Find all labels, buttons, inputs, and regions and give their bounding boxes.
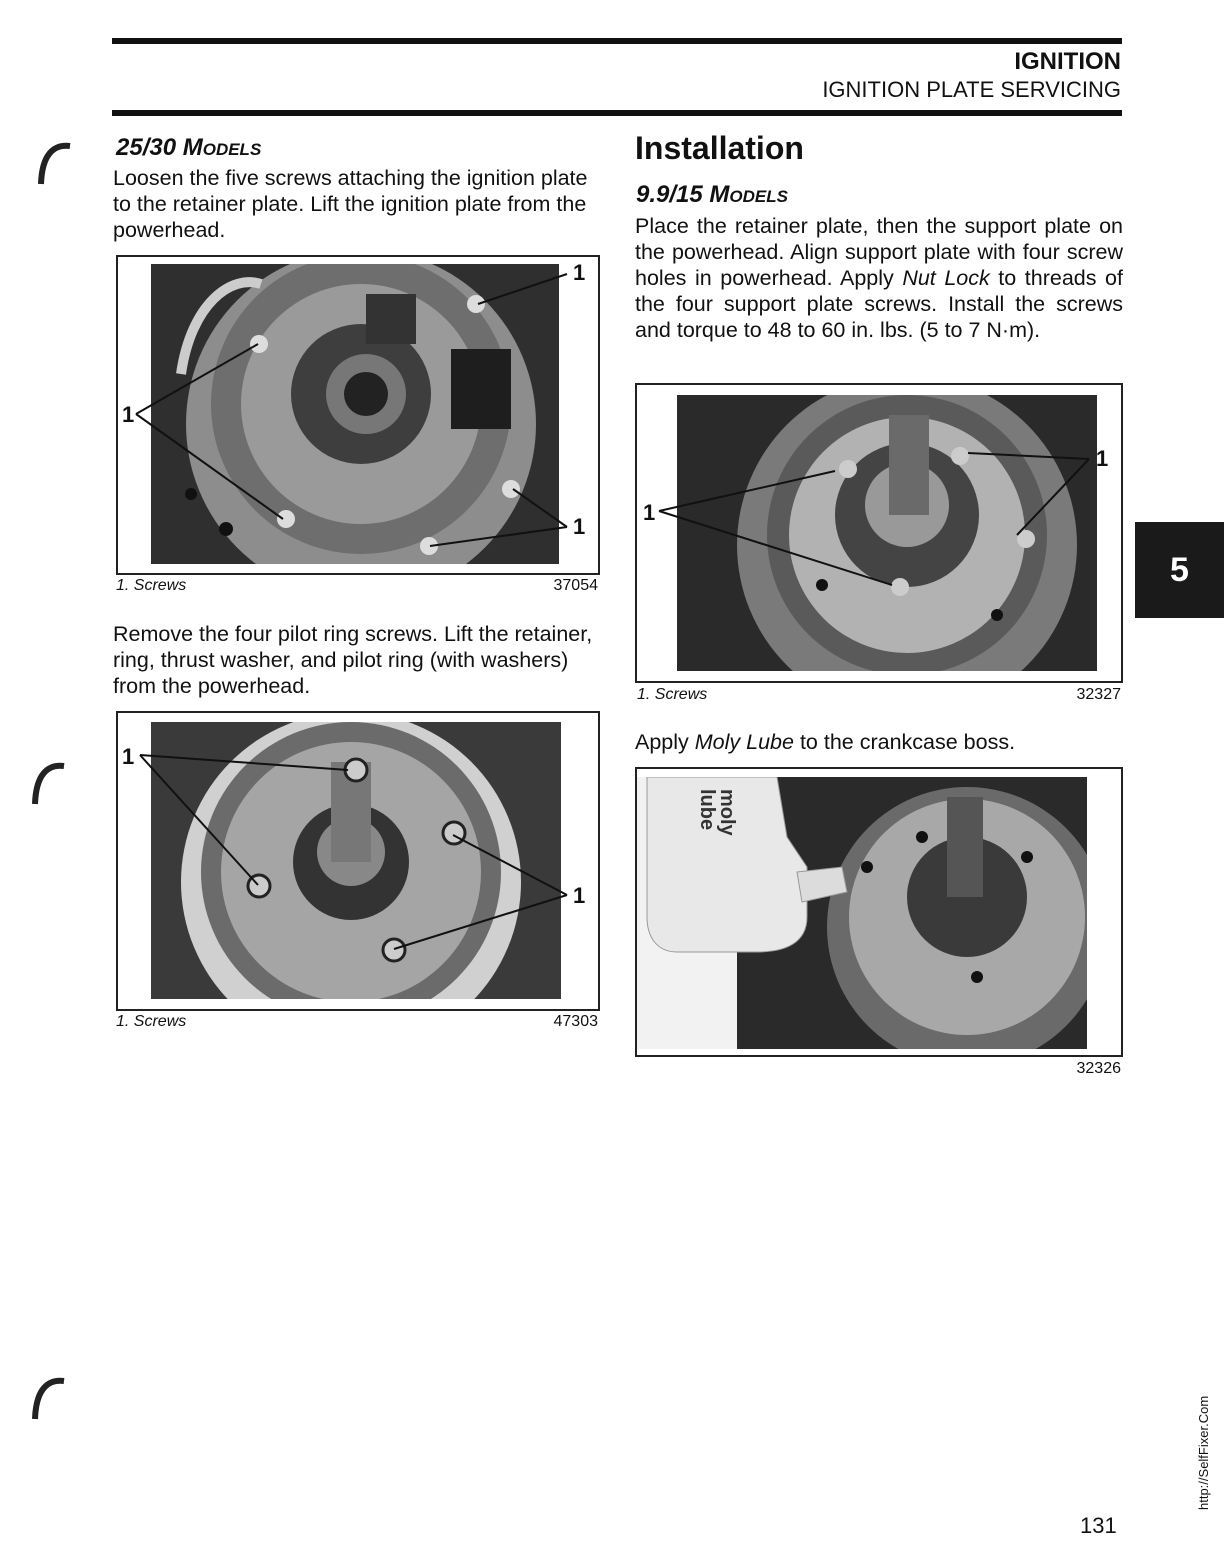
- callout-1-left: 1: [643, 500, 656, 525]
- photo-ignition-plate: [151, 264, 559, 564]
- callout-1-left: 1: [122, 402, 135, 427]
- binder-hole-mark-middle: [32, 762, 65, 805]
- callout-1-left: 1: [122, 744, 135, 769]
- figure-number: 47303: [553, 1013, 599, 1030]
- paragraph-9-9-15-part-a: Place the retainer plate, then the suppo…: [635, 214, 1123, 290]
- heading-installation: Installation: [635, 130, 804, 166]
- heading-25-30-models: 25/30 Models: [116, 134, 262, 161]
- section-subtitle: IGNITION PLATE SERVICING: [822, 77, 1121, 102]
- binder-hole-mark-top: [38, 142, 71, 185]
- header-top-rule: [112, 38, 1122, 44]
- page-number: 131: [1080, 1513, 1117, 1538]
- figure-number: 37054: [553, 577, 599, 594]
- section-title: IGNITION: [1014, 48, 1121, 75]
- photo-crankcase-boss: [637, 777, 1087, 1049]
- caption-item: 1. Screws: [637, 686, 708, 703]
- photo-pilot-ring: [151, 722, 561, 999]
- figure-pilot-ring: 1 1: [116, 711, 600, 1011]
- paragraph-moly-lube: Apply Moly Lube to the crankcase boss.: [635, 729, 1123, 755]
- heading-9-9-15-models: 9.9/15 Models: [636, 181, 788, 208]
- callout-leaders-fig1: [135, 273, 568, 547]
- photo-support-plate: [677, 395, 1097, 671]
- callout-1-top-right: 1: [573, 260, 586, 285]
- figure-pilot-ring-caption: 1. Screws 47303: [116, 1013, 598, 1031]
- paragraph-moly-part-a: Apply: [635, 730, 695, 754]
- watermark-url: http://SelfFixer.Com: [1196, 1395, 1211, 1510]
- figure-ignition-plate: 1 1 1: [116, 255, 600, 575]
- figure-number: 32326: [1076, 1060, 1122, 1077]
- product-nut-lock: Nut Lock: [902, 266, 990, 290]
- paragraph-pilot-ring: Remove the four pilot ring screws. Lift …: [113, 622, 593, 698]
- callout-1-right: 1: [1096, 446, 1109, 471]
- paragraph-9-9-15: Place the retainer plate, then the suppo…: [635, 213, 1123, 343]
- figure-support-plate: 1 1: [635, 383, 1123, 683]
- caption-item: 1. Screws: [116, 577, 187, 594]
- caption-item: 1. Screws: [116, 1013, 187, 1030]
- figure-crankcase-boss: moly lube: [635, 767, 1123, 1057]
- callout-leaders-fig2: [139, 754, 568, 950]
- figure-ignition-plate-caption: 1. Screws 37054: [116, 577, 598, 595]
- callout-1-bottom-right: 1: [573, 514, 586, 539]
- callout-1-right: 1: [573, 883, 586, 908]
- product-moly-lube: Moly Lube: [694, 730, 794, 754]
- figure-number: 32327: [1076, 686, 1122, 703]
- callout-leaders-fig3: [658, 452, 1090, 586]
- paragraph-9-9-15-part-b: to threads of the four support plate scr…: [635, 266, 1123, 342]
- bottle-label: moly lube: [696, 789, 738, 836]
- header-bottom-rule: [112, 110, 1122, 116]
- binder-hole-mark-bottom: [32, 1377, 65, 1420]
- figure-support-plate-caption: 1. Screws 32327: [637, 686, 1121, 704]
- chapter-tab: 5: [1135, 522, 1224, 618]
- paragraph-moly-part-b: to the crankcase boss.: [793, 730, 1016, 754]
- paragraph-25-30: Loosen the five screws attaching the ign…: [113, 166, 588, 242]
